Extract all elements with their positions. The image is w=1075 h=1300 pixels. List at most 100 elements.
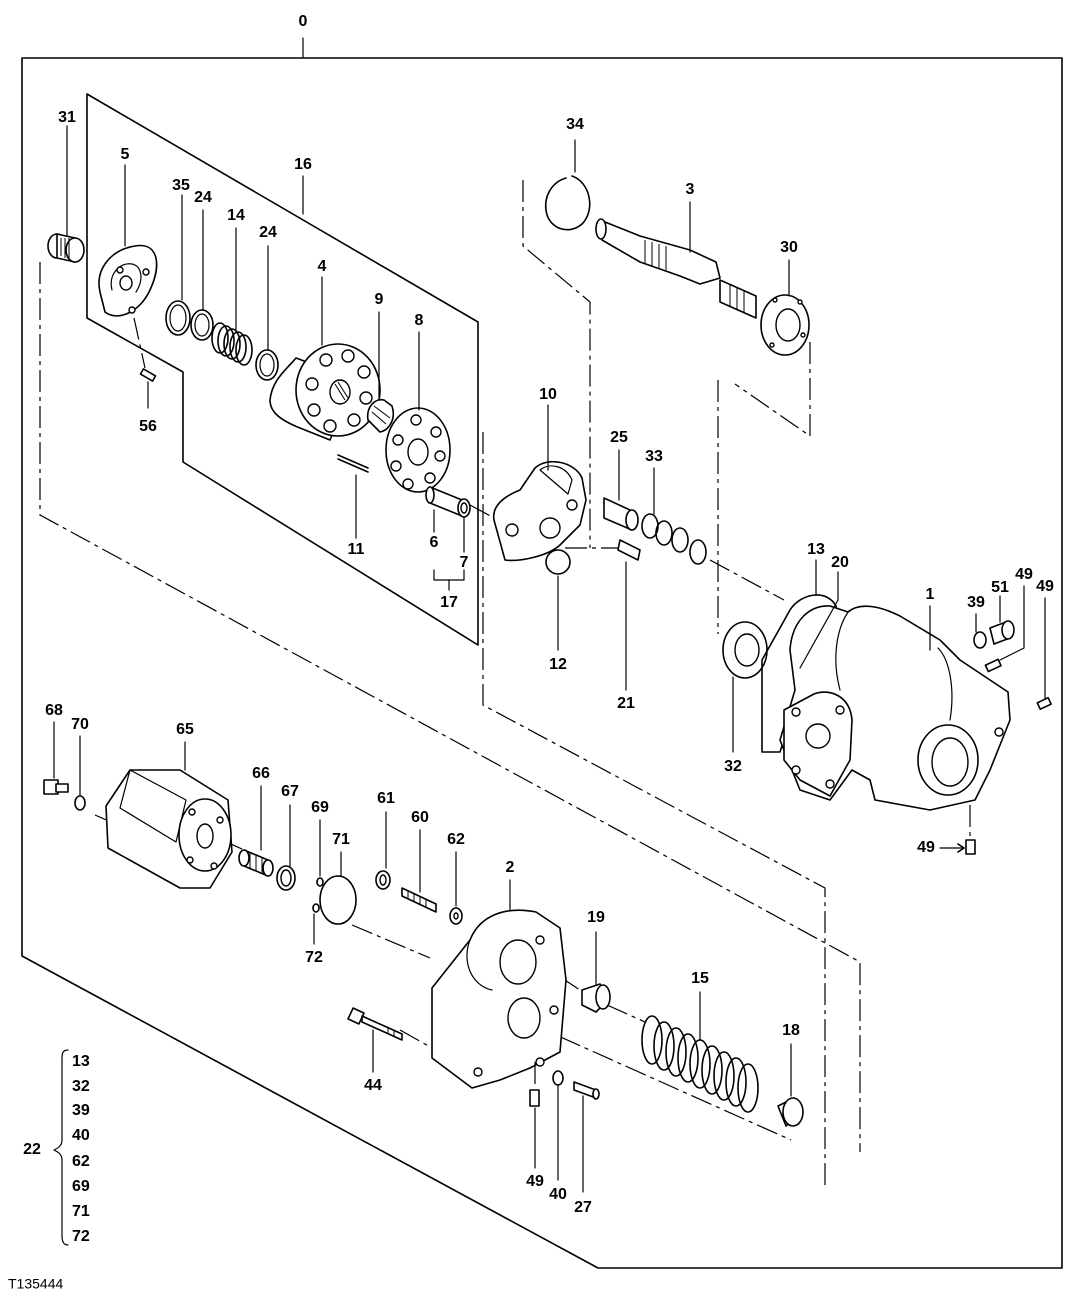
callout-44: 44	[364, 1077, 382, 1094]
callout-9: 9	[375, 291, 384, 308]
part-62-seal-washer	[449, 851, 463, 925]
part-49-plug-d	[529, 1062, 540, 1169]
part-34-snap-ring	[544, 139, 591, 231]
callout-51: 51	[991, 579, 1009, 596]
callout-27: 27	[574, 1199, 592, 1216]
callout-1: 1	[926, 586, 935, 603]
part-4-cylinder-block	[269, 276, 381, 441]
part-25-sleeve	[603, 449, 639, 531]
callout-12: 12	[549, 656, 567, 673]
kit-item: 69	[72, 1178, 90, 1195]
part-24-washer-b	[255, 245, 279, 381]
figure-id: T135444	[8, 1276, 63, 1292]
callout-32: 32	[724, 758, 742, 775]
part-31-needle-bearing	[47, 125, 85, 263]
part-32-oil-seal	[722, 621, 768, 753]
part-40-o-ring	[552, 1070, 564, 1181]
callout-70: 70	[71, 716, 89, 733]
assembly-label: 0	[299, 13, 308, 30]
part-9-spherical-bushing	[366, 311, 395, 433]
callout-65: 65	[176, 721, 194, 738]
callout-67: 67	[281, 783, 299, 800]
kit-label: 22	[23, 1141, 41, 1158]
part-21-pin	[617, 539, 641, 691]
kit-item: 71	[72, 1203, 90, 1220]
assembly-frame: 0	[21, 13, 1063, 1269]
callout-49c: 49	[917, 839, 935, 856]
callout-24b: 24	[259, 224, 277, 241]
callout-6: 6	[430, 534, 439, 551]
callout-13: 13	[807, 541, 825, 558]
part-17-bracket	[433, 569, 465, 591]
callout-17: 17	[440, 594, 458, 611]
kit-item: 32	[72, 1078, 90, 1095]
callout-20: 20	[831, 554, 849, 571]
part-30-ball-bearing	[760, 259, 810, 356]
callout-49b: 49	[1036, 578, 1054, 595]
part-67-bushing	[276, 804, 296, 891]
part-51-plug	[989, 595, 1015, 645]
kit-22-list: 22 13 32 39 40 62 69 71 72	[23, 1049, 90, 1246]
callout-21: 21	[617, 695, 635, 712]
callout-31: 31	[58, 109, 76, 126]
callout-2: 2	[506, 859, 515, 876]
callout-15: 15	[691, 970, 709, 987]
callout-16: 16	[294, 156, 312, 173]
kit-item: 72	[72, 1228, 90, 1245]
part-18-plug	[777, 1043, 804, 1127]
callout-5: 5	[121, 146, 130, 163]
part-24-washer-a	[190, 209, 214, 341]
callout-61: 61	[377, 790, 395, 807]
callout-33: 33	[645, 448, 663, 465]
callout-4: 4	[318, 258, 327, 275]
callout-24a: 24	[194, 189, 212, 206]
part-49-plug-b	[1036, 597, 1052, 710]
callout-49d: 49	[526, 1173, 544, 1190]
callout-56: 56	[139, 418, 157, 435]
callout-14: 14	[227, 207, 245, 224]
part-11-pin	[337, 454, 369, 539]
callout-35: 35	[172, 177, 190, 194]
part-68-bolt	[43, 721, 69, 795]
rotating-group-frame	[86, 93, 479, 646]
callout-40: 40	[549, 1186, 567, 1203]
part-8-retainer-plate	[385, 331, 451, 493]
callout-71: 71	[332, 831, 350, 848]
kit-item: 62	[72, 1153, 90, 1170]
callout-8: 8	[415, 312, 424, 329]
callout-labels: 31 5 16 35 24 14 24 4 9 8 56 11 6 7 17 1…	[45, 109, 1054, 1216]
callout-72: 72	[305, 949, 323, 966]
part-69-o-ring	[316, 819, 324, 887]
part-49-plug-a	[984, 585, 1025, 673]
part-2-cover	[431, 879, 567, 1089]
part-10-valve-plate	[492, 404, 587, 562]
part-27-orifice	[573, 1081, 600, 1193]
kit-item: 40	[72, 1127, 90, 1144]
part-56-pin	[133, 317, 157, 409]
part-65-gear-pump	[105, 741, 233, 889]
part-70-washer	[74, 735, 86, 811]
part-61-nut	[375, 811, 391, 890]
callout-18: 18	[782, 1022, 800, 1039]
callout-34: 34	[566, 116, 584, 133]
callout-66: 66	[252, 765, 270, 782]
part-71-o-ring	[319, 851, 357, 925]
part-66-needle-bearing	[238, 785, 274, 877]
callout-30: 30	[780, 239, 798, 256]
callout-10: 10	[539, 386, 557, 403]
part-3-shaft	[595, 201, 757, 319]
part-6-piston	[425, 486, 463, 533]
part-19-poppet	[581, 931, 611, 1013]
part-14-spring	[211, 227, 253, 366]
part-12-ball	[545, 549, 571, 651]
callout-19: 19	[587, 909, 605, 926]
callout-25: 25	[610, 429, 628, 446]
part-5-swash-plate	[98, 164, 158, 317]
callout-60: 60	[411, 809, 429, 826]
part-33-shims	[641, 467, 707, 565]
callout-3: 3	[686, 181, 695, 198]
part-20-orifice	[799, 571, 839, 669]
part-15-spring	[641, 991, 759, 1113]
callout-11: 11	[348, 541, 365, 558]
